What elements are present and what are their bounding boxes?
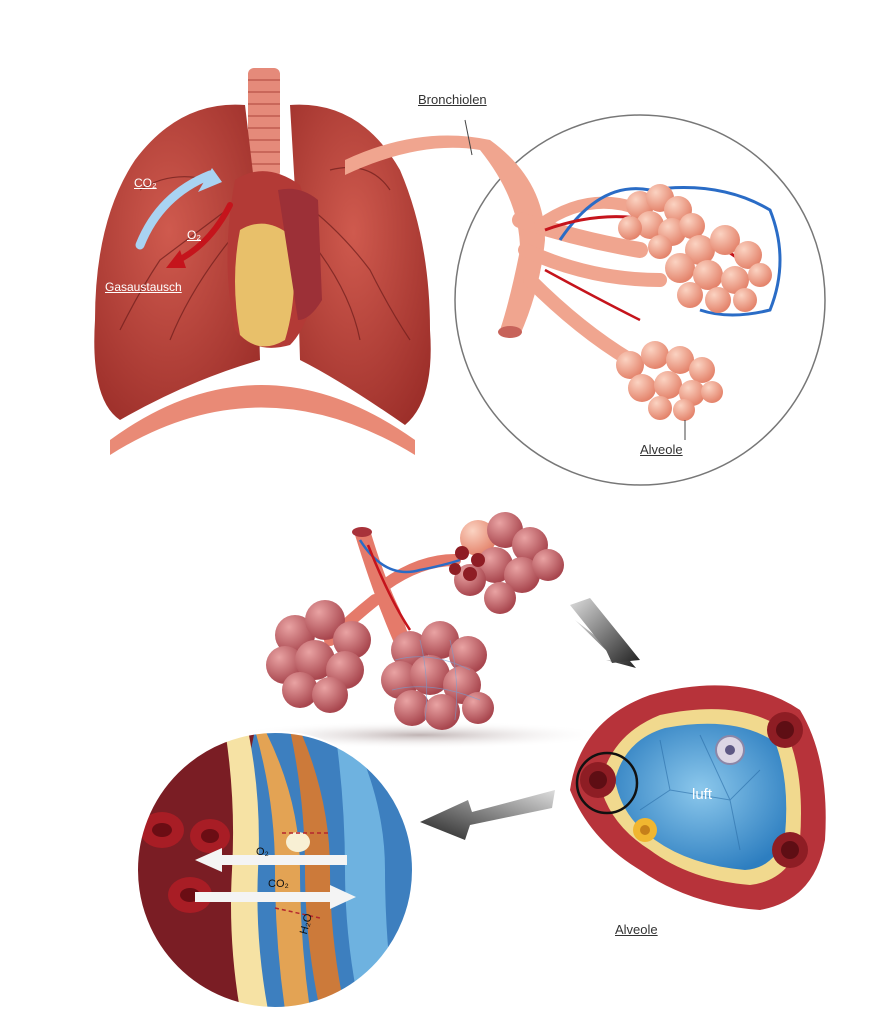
bronchiole-zoom	[345, 114, 826, 486]
alveole-cross-section	[570, 685, 826, 910]
co2-lung-label: CO₂	[134, 176, 157, 190]
bronchiolen-label: Bronchiolen	[418, 92, 487, 107]
cell-nucleus	[286, 832, 310, 852]
alveole-top-label: Alveole	[640, 442, 683, 457]
capillaries	[580, 712, 808, 868]
heart	[235, 223, 294, 347]
red-blood-cells	[140, 812, 230, 913]
o2-zoom-label: O₂	[256, 846, 269, 858]
zoom-circle	[454, 114, 826, 486]
o2-diffusion-arrow	[195, 848, 347, 872]
diaphragm	[110, 385, 415, 455]
cluster-bottom	[381, 621, 494, 730]
alveole-bottom-label: Alveole	[615, 922, 658, 937]
alveoli-cluster-middle	[665, 225, 772, 313]
luft-label: luft	[692, 786, 713, 803]
co2-zoom-label: CO₂	[268, 878, 289, 890]
alveoli-cluster-upper	[618, 184, 705, 259]
arrow-to-zoom	[420, 790, 555, 840]
o2-lung-label: O₂	[187, 228, 201, 242]
trachea	[248, 68, 280, 178]
co2-arrow	[135, 170, 215, 250]
vein-blue	[558, 186, 782, 317]
cluster-upper-right	[449, 512, 564, 614]
co2-diffusion-arrow	[195, 885, 356, 909]
focus-circle	[575, 751, 639, 815]
alveoli-cluster-illustration	[230, 512, 610, 749]
lungs-illustration	[94, 68, 431, 455]
right-lung	[290, 104, 431, 426]
gasaustausch-label: Gasaustausch	[105, 280, 182, 294]
membrane-zoom	[137, 732, 413, 1008]
air-space	[615, 723, 787, 870]
aorta	[278, 188, 322, 320]
cluster-left	[266, 600, 371, 713]
alveoli-cluster-lower	[616, 341, 723, 421]
bronchiole-tube	[345, 135, 545, 335]
bronchiolen-pointer	[464, 119, 473, 156]
